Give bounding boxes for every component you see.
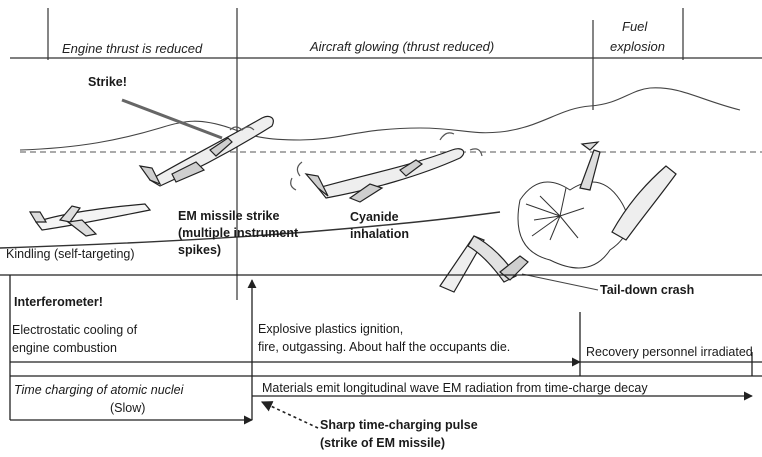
header-engine-thrust: Engine thrust is reduced — [62, 42, 202, 55]
label-em-missile-line3: spikes) — [178, 244, 221, 257]
label-explosive-line1: Explosive plastics ignition, — [258, 323, 403, 336]
label-strike: Strike! — [88, 76, 127, 89]
label-slow: (Slow) — [110, 402, 145, 415]
label-time-charging: Time charging of atomic nuclei — [14, 384, 183, 397]
hills-outline — [20, 88, 740, 150]
tail-down-arrow — [522, 274, 598, 290]
label-kindling: Kindling (self-targeting) — [6, 248, 135, 261]
label-materials-emit: Materials emit longitudinal wave EM radi… — [262, 382, 648, 395]
label-sharp-pulse-line1: Sharp time-charging pulse — [320, 419, 478, 432]
header-fuel-line2: explosion — [610, 40, 665, 53]
label-cyanide-line2: inhalation — [350, 228, 409, 241]
sharp-pulse-arrow — [262, 402, 318, 428]
label-em-missile-line2: (multiple instrument — [178, 227, 298, 240]
fuel-plume — [580, 142, 676, 240]
label-tail-down: Tail-down crash — [600, 284, 694, 297]
header-fuel-line1: Fuel — [622, 20, 647, 33]
plane-kindling — [30, 204, 150, 236]
explosion-burst — [518, 182, 628, 268]
plane-crashing — [440, 236, 528, 292]
label-cyanide-line1: Cyanide — [350, 211, 399, 224]
label-explosive-line2: fire, outgassing. About half the occupan… — [258, 341, 510, 354]
label-sharp-pulse-line2: (strike of EM missile) — [320, 437, 445, 450]
plane-glowing — [291, 133, 482, 202]
label-electrostatic-line1: Electrostatic cooling of — [12, 324, 137, 337]
header-aircraft-glowing: Aircraft glowing (thrust reduced) — [310, 40, 494, 53]
strike-arrow — [122, 100, 222, 138]
label-interferometer: Interferometer! — [14, 296, 103, 309]
plane-strike — [140, 116, 273, 186]
label-electrostatic-line2: engine combustion — [12, 342, 117, 355]
label-recovery: Recovery personnel irradiated — [586, 346, 753, 359]
label-em-missile-line1: EM missile strike — [178, 210, 279, 223]
